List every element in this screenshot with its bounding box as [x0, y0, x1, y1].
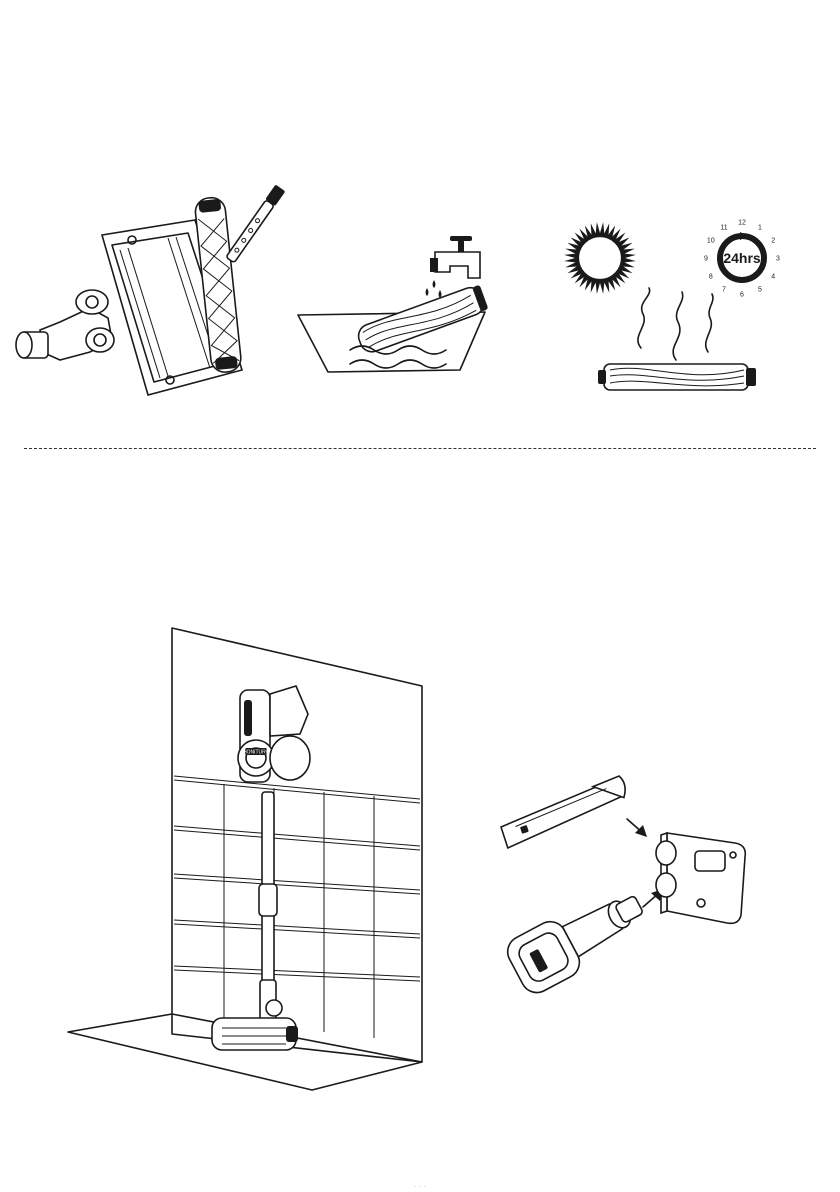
- brand-badge: HONITURE: [243, 750, 270, 756]
- clock-hour-1: 1: [758, 224, 762, 231]
- clock-hour-9: 9: [704, 256, 708, 263]
- vacuum-wall-mount-illustration: HONITURE: [64, 624, 436, 1092]
- drying-roller-icon: [596, 286, 758, 396]
- clock-hour-8: 8: [709, 274, 713, 281]
- brush-roller-cleaning-illustration: [20, 190, 280, 405]
- clock-hour-11: 11: [720, 224, 727, 231]
- clock-hour-5: 5: [758, 287, 762, 294]
- clock-duration-label: 24hrs: [723, 250, 761, 266]
- clock-hour-12: 12: [738, 220, 746, 227]
- footer-page-mark: · · ·: [390, 1182, 450, 1191]
- clock-hour-4: 4: [771, 274, 775, 281]
- section-divider: [24, 448, 816, 449]
- clock-hour-2: 2: [771, 238, 775, 245]
- faucet-basin-washing-illustration: [290, 230, 500, 380]
- clock-hour-3: 3: [776, 256, 780, 263]
- sun-icon: [562, 220, 638, 296]
- accessory-holder-illustration: [495, 775, 765, 1035]
- clock-hour-10: 10: [707, 238, 715, 245]
